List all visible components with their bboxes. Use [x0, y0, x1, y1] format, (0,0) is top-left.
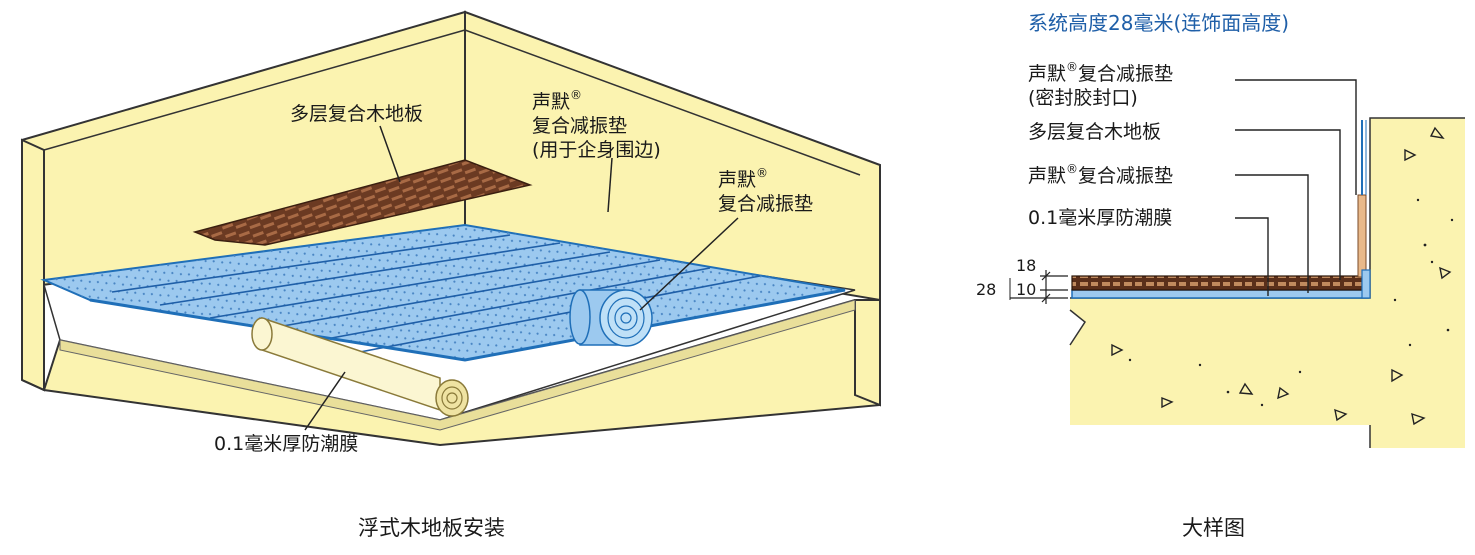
- label-film: 0.1毫米厚防潮膜: [214, 433, 358, 455]
- detail-title: 系统高度28毫米(连饰面高度): [1028, 11, 1289, 35]
- label-pad-edge-line2: 复合减振垫: [532, 115, 627, 137]
- svg-text:声默®: 声默®: [718, 166, 768, 191]
- edge-strip: [1357, 194, 1367, 278]
- label-wood-floor: 多层复合木地板: [290, 103, 423, 125]
- dim-28: 28: [976, 280, 996, 299]
- aggregate-dots: [1128, 198, 1454, 407]
- edge-pad-vertical: [1361, 269, 1371, 299]
- label-film-right: 0.1毫米厚防潮膜: [1028, 207, 1172, 229]
- svg-text:声默®复合减振垫: 声默®复合减振垫: [1028, 60, 1173, 85]
- wood-layer: [1071, 275, 1363, 291]
- left-leader-lines: [304, 125, 739, 431]
- label-seal-main: 声默: [1028, 63, 1066, 85]
- dimension-lines: [1010, 270, 1068, 304]
- isometric-room: 多层复合木地板 声默® 复合减振垫 (用于企身围边) 声默® 复合减振垫 0.1…: [20, 10, 881, 540]
- label-pad-roll-reg: ®: [756, 166, 768, 180]
- label-pad-roll-line2: 复合减振垫: [718, 193, 813, 215]
- dim-10: 10: [1016, 280, 1036, 299]
- detail-section: 系统高度28毫米(连饰面高度) 声默®复合减振垫 (密封胶封口) 多层复合木地板…: [976, 11, 1465, 540]
- svg-text:声默®复合减振垫: 声默®复合减振垫: [1028, 162, 1173, 187]
- label-pad-reg: ®: [1066, 162, 1078, 176]
- slab-right-leg: [854, 299, 881, 407]
- pad-seams: [111, 234, 761, 353]
- label-pad-edge-reg: ®: [570, 88, 582, 102]
- dim-18: 18: [1016, 256, 1036, 275]
- front-wall-left: [21, 138, 45, 392]
- aggregate-marks: [1111, 126, 1452, 426]
- film-edge: [59, 299, 856, 431]
- pad-layer: [1071, 289, 1369, 299]
- concrete-slab: [1070, 118, 1465, 448]
- label-pad-rest: 复合减振垫: [1078, 165, 1173, 187]
- pad-roll: [569, 289, 653, 347]
- caption-left: 浮式木地板安装: [358, 516, 505, 540]
- right-leader-lines: [1235, 79, 1357, 296]
- label-pad-edge-line3: (用于企身围边): [532, 139, 661, 161]
- label-seal-reg: ®: [1066, 60, 1078, 74]
- label-seal-line2: (密封胶封口): [1028, 87, 1138, 109]
- label-pad-edge-main: 声默: [532, 91, 570, 113]
- wood-floor-patch: [192, 159, 533, 246]
- svg-text:声默®: 声默®: [532, 88, 582, 113]
- caption-right: 大样图: [1182, 516, 1245, 540]
- label-pad-main: 声默: [1028, 165, 1066, 187]
- label-seal-rest: 复合减振垫: [1078, 63, 1173, 85]
- film-roll: [251, 316, 469, 417]
- label-wood-floor-right: 多层复合木地板: [1028, 121, 1161, 143]
- label-pad-roll-main: 声默: [718, 169, 756, 191]
